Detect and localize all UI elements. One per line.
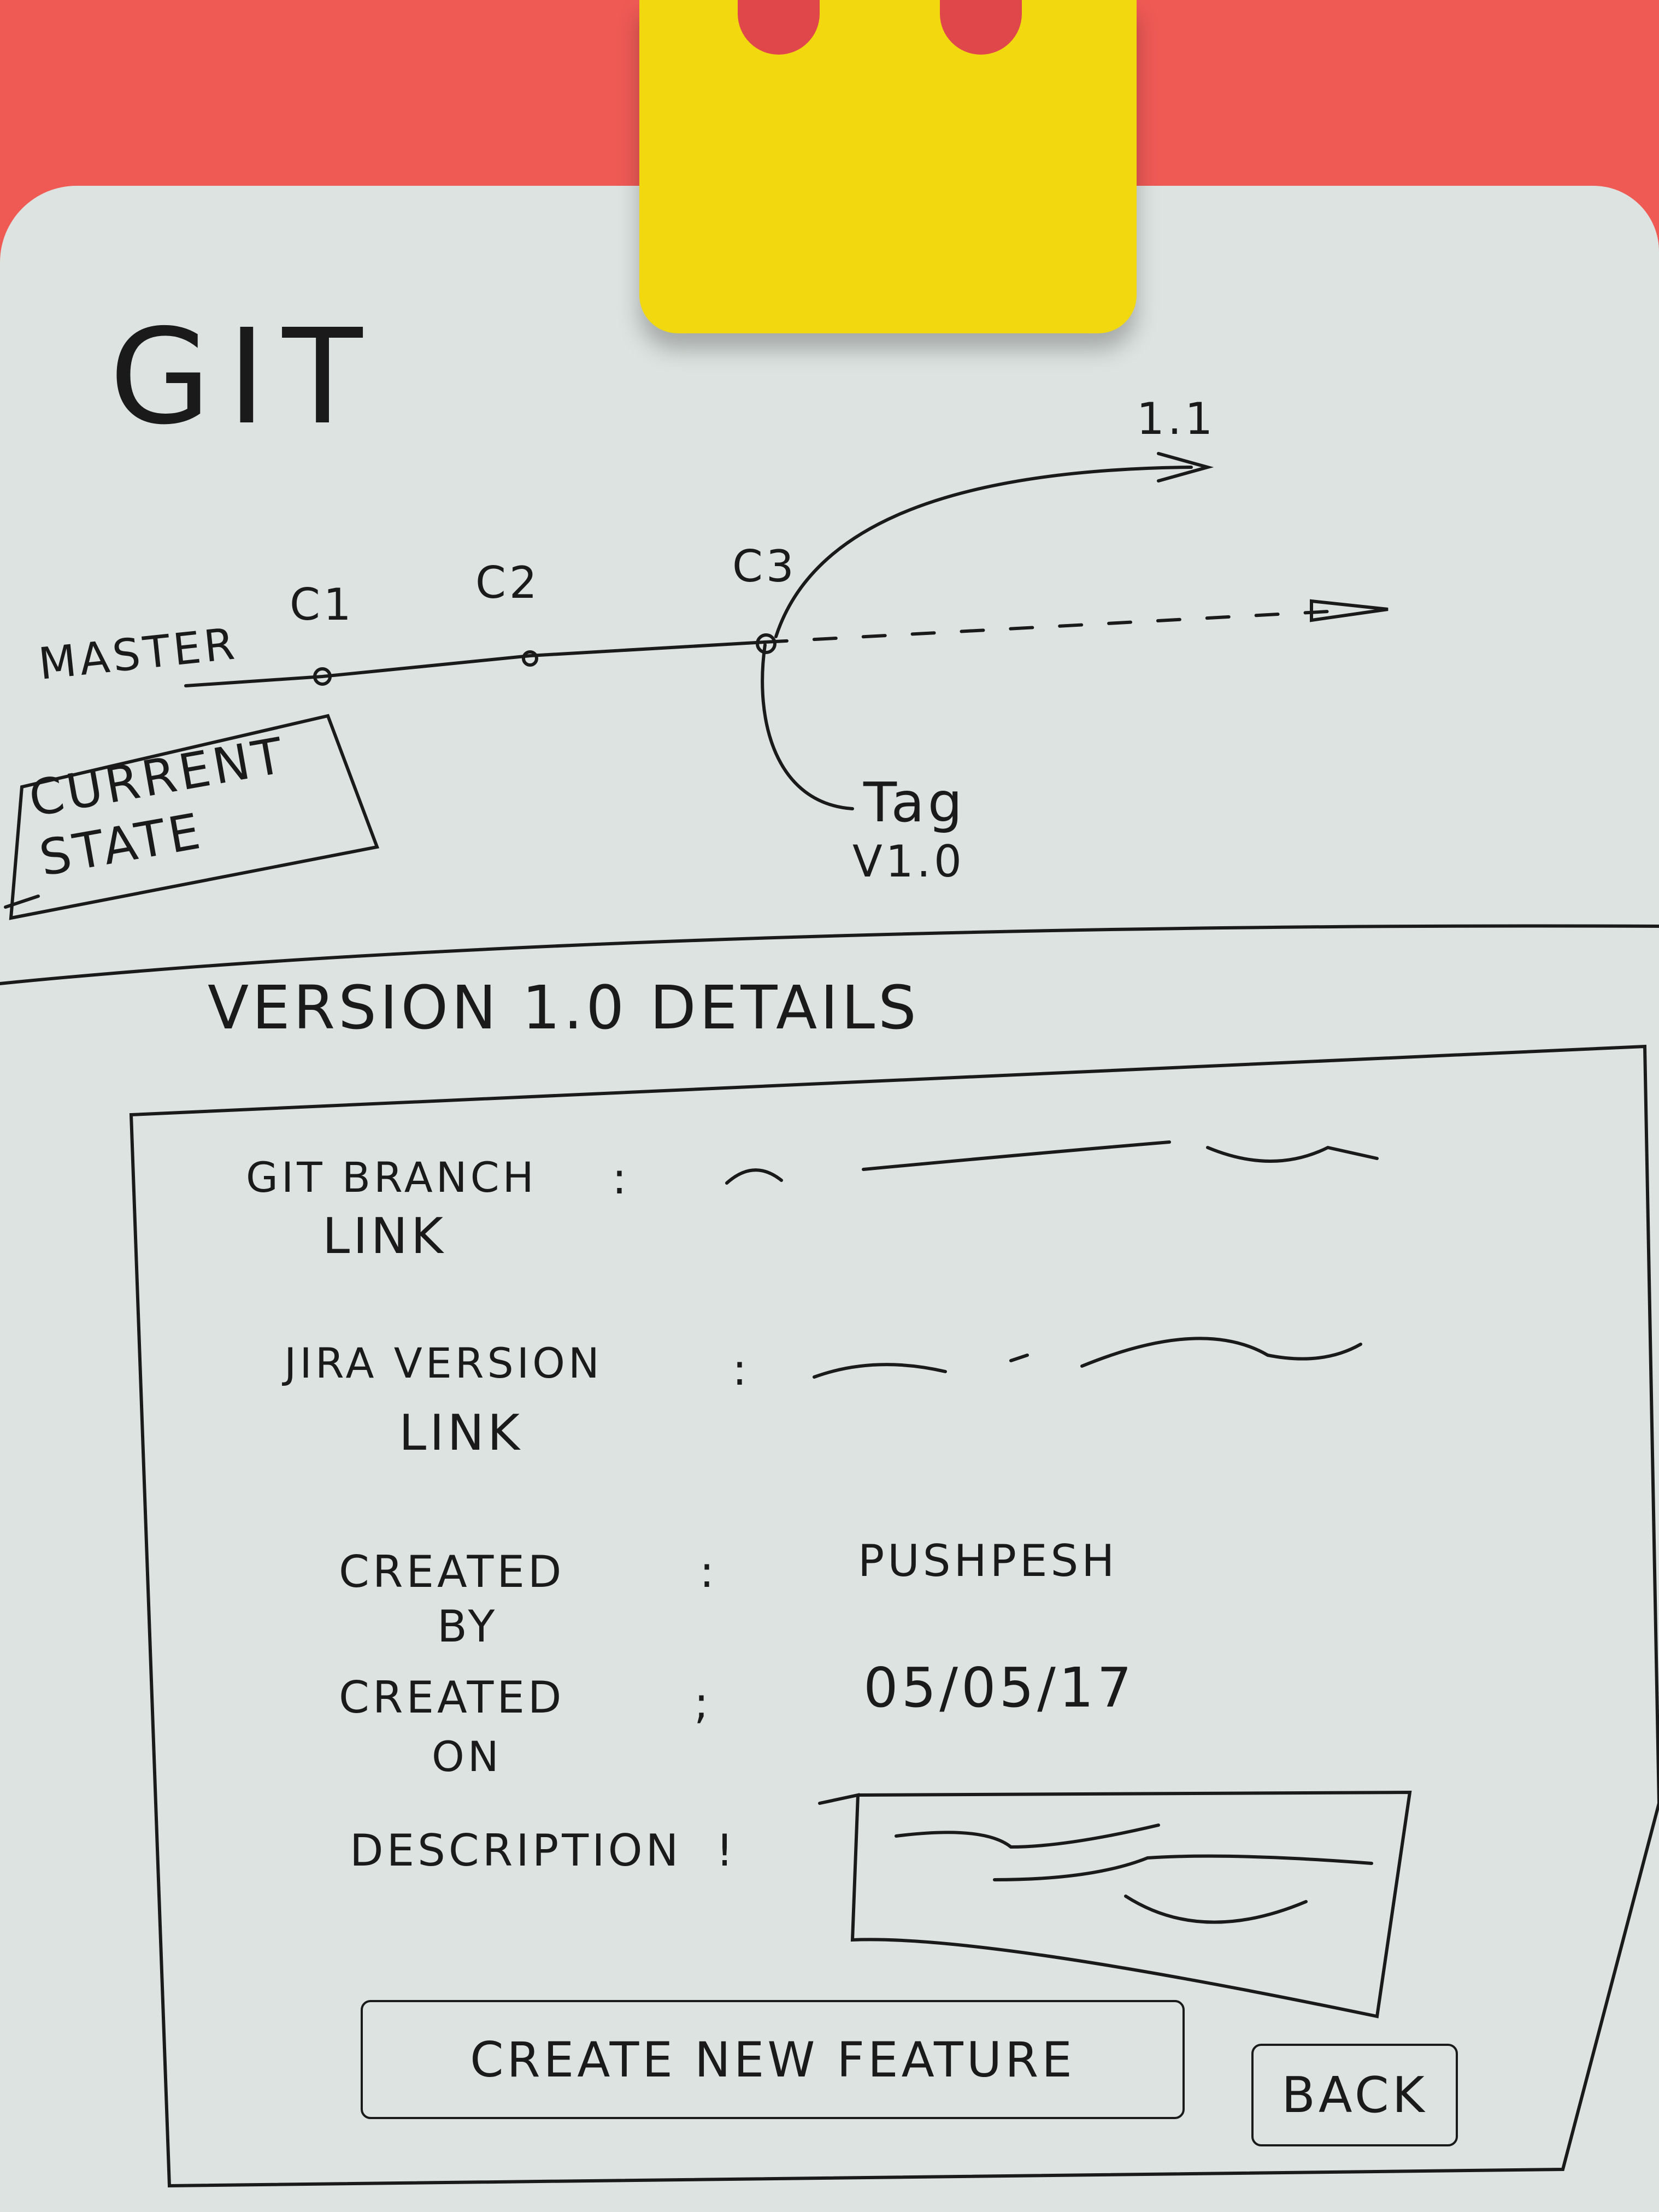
field-value-created-on: 05/05/17 xyxy=(863,1656,1136,1720)
back-button[interactable]: BACK xyxy=(1251,2044,1458,2146)
whiteboard-surface xyxy=(0,186,1659,2212)
branch-label-1-1: 1.1 xyxy=(1137,393,1216,444)
field-value-created-by: PUSHPESH xyxy=(858,1536,1118,1586)
commit-c2-dot xyxy=(522,650,538,667)
field-label-created-by-line2: BY xyxy=(437,1601,498,1652)
master-branch-line xyxy=(184,640,767,687)
field-label-created-on-line2: ON xyxy=(432,1732,502,1781)
description-placeholder-lines xyxy=(895,1823,1373,1924)
field-colon: ! xyxy=(716,1825,737,1876)
future-branch-dashed xyxy=(763,609,1340,644)
description-textarea xyxy=(818,1790,1412,2019)
tag-curve xyxy=(761,643,854,810)
commit-label-c2: C2 xyxy=(475,557,540,608)
current-state-box xyxy=(9,714,380,920)
commit-label-c1: C1 xyxy=(290,579,355,630)
field-label-created-by: CREATED xyxy=(339,1546,565,1597)
field-colon: ; xyxy=(694,1678,712,1728)
current-state-arrow xyxy=(4,895,40,909)
board-clip xyxy=(639,0,1137,333)
section-divider xyxy=(0,924,1659,985)
field-label-created-on: CREATED xyxy=(339,1672,565,1723)
field-colon: : xyxy=(732,1344,750,1395)
field-label-jira-version-line2: LINK xyxy=(399,1404,523,1462)
future-arrow-head xyxy=(1310,599,1389,622)
field-label-git-branch: GIT BRANCH xyxy=(246,1153,537,1202)
create-new-feature-button[interactable]: CREATE NEW FEATURE xyxy=(361,2000,1185,2119)
git-branch-link-placeholder xyxy=(725,1140,1379,1185)
commit-c1-dot xyxy=(313,667,332,686)
branch-1-1-arrow-head xyxy=(1157,452,1214,483)
field-colon: : xyxy=(699,1546,717,1597)
back-label: BACK xyxy=(1281,2066,1428,2124)
create-new-feature-label: CREATE NEW FEATURE xyxy=(470,2031,1075,2088)
details-box xyxy=(129,1044,1659,2188)
tag-label: Tag xyxy=(863,770,966,834)
field-colon: : xyxy=(612,1153,630,1204)
jira-version-link-placeholder xyxy=(813,1337,1362,1379)
details-heading: VERSION 1.0 DETAILS xyxy=(208,973,920,1043)
page-title: GIT xyxy=(109,301,379,454)
field-label-jira-version: JIRA VERSION xyxy=(284,1339,603,1387)
commit-label-c3: C3 xyxy=(732,541,797,592)
branch-1-1-curve xyxy=(774,466,1193,638)
tag-version: V1.0 xyxy=(852,836,965,887)
field-label-git-branch-line2: LINK xyxy=(322,1208,447,1265)
field-label-description: DESCRIPTION xyxy=(350,1825,682,1876)
commit-c3-dot xyxy=(756,633,776,654)
